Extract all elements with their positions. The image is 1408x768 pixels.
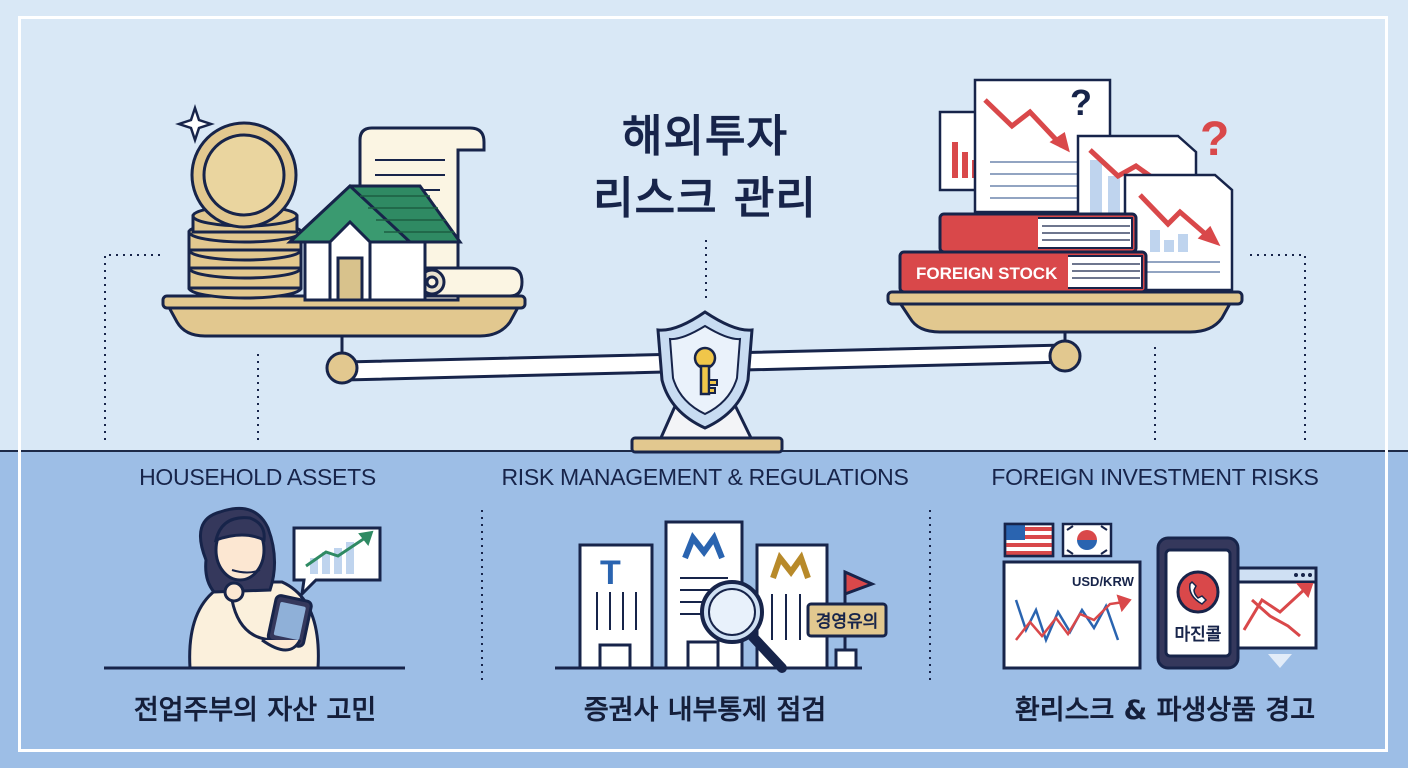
page-title-line2: 리스크 관리 — [593, 173, 817, 224]
kr-flag-icon — [1061, 522, 1113, 558]
question-icon: ? — [1200, 113, 1229, 166]
caption-foreign-risk: 환리스크 & 파생상품 경고 — [1014, 695, 1316, 726]
phone-label: 마진콜 — [1175, 625, 1222, 644]
dotted-connectors — [104, 240, 1306, 680]
securities-buildings: T — [578, 520, 829, 670]
coin-stack — [187, 121, 303, 300]
warning-sign-text: 경영유의 — [816, 612, 879, 631]
right-tray — [886, 290, 1244, 334]
books — [898, 212, 1148, 294]
section-heading-household: HOUSEHOLD ASSETS — [139, 464, 376, 490]
magnifier-icon — [700, 580, 787, 673]
caption-regulation: 증권사 내부통제 점검 — [583, 695, 827, 726]
warning-sign — [806, 569, 888, 670]
book-label: FOREIGN STOCK — [916, 264, 1058, 283]
shield-key-icon — [656, 310, 754, 430]
section-heading-regulation: RISK MANAGEMENT & REGULATIONS — [501, 464, 909, 490]
trend-window — [1236, 566, 1318, 650]
fx-chart — [1002, 560, 1142, 670]
fx-pair-label: USD/KRW — [1072, 574, 1135, 589]
caption-household: 전업주부의 자산 고민 — [133, 695, 377, 726]
pointer-triangle — [1268, 654, 1292, 668]
question-icon: ? — [1070, 82, 1092, 123]
woman-icon — [188, 507, 320, 670]
left-tray — [161, 294, 527, 338]
section-heading-foreign-risk: FOREIGN INVESTMENT RISKS — [991, 464, 1319, 490]
chart-bubble — [292, 526, 382, 599]
sparkle-icon — [175, 104, 215, 144]
us-flag-icon — [1003, 522, 1055, 558]
svg-text:T: T — [600, 554, 621, 592]
house-icon — [286, 183, 463, 302]
page-title-line1: 해외투자 — [622, 111, 788, 162]
phone-icon — [1156, 536, 1240, 670]
